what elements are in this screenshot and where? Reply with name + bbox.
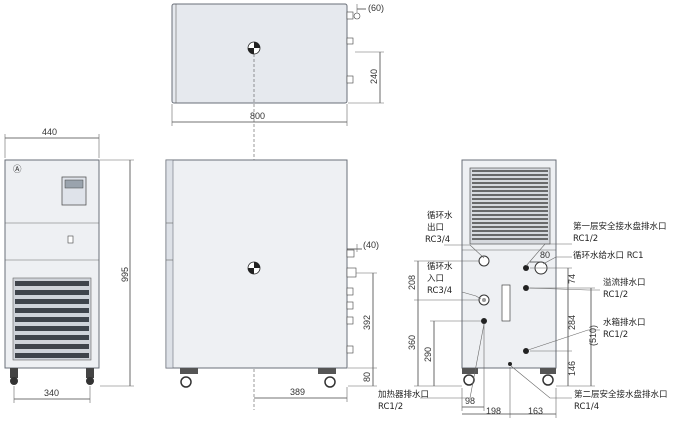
dim-top-depth: 800 — [250, 111, 265, 121]
louver-slat — [15, 299, 89, 304]
dim-side-392: 392 — [362, 315, 372, 330]
rear-casters — [462, 368, 556, 386]
label-drain2-2: RC1/4 — [574, 402, 599, 412]
dim-rear-146: 146 — [567, 361, 577, 376]
label-supply: 循环水给水口 RC1 — [573, 250, 644, 261]
dim-front-foot-span: 340 — [44, 388, 59, 398]
drain-1 — [523, 265, 529, 271]
label-heater-1: 加热器排水口 — [378, 389, 429, 400]
rear-view: 208 360 290 80 74 284 (510) 146 98 198 — [378, 159, 668, 418]
top-view: (60) 240 800 — [171, 3, 384, 126]
louver-slat — [15, 308, 89, 313]
top-cabinet — [171, 3, 348, 104]
louver-slat — [15, 344, 89, 349]
dim-rear-98: 98 — [465, 396, 475, 406]
top-ports — [346, 11, 361, 84]
front-casters — [10, 368, 94, 385]
side-casters — [180, 368, 336, 388]
side-view: (40) 392 80 389 — [165, 159, 379, 402]
louver-slat — [15, 281, 89, 286]
louver-slat — [15, 290, 89, 295]
label-drain1-2: RC1/2 — [573, 234, 598, 244]
brand-mark: Ⓐ — [13, 165, 22, 175]
dim-rear-510: (510) — [588, 325, 598, 346]
overflow-drain — [523, 285, 529, 291]
front-switch — [67, 235, 74, 244]
dim-rear-74: 74 — [567, 274, 577, 284]
label-circ-in-2: 入口 — [427, 274, 444, 284]
label-circ-out-2: 出口 — [427, 222, 444, 233]
dim-side-389: 389 — [290, 387, 305, 397]
label-drain1-1: 第一层安全接水盘排水口 — [573, 221, 667, 232]
label-circ-out-3: RC3/4 — [425, 235, 450, 245]
label-circ-in-3: RC3/4 — [427, 286, 452, 296]
heater-drain — [481, 318, 487, 324]
dim-front-height: 995 — [120, 267, 130, 282]
dim-top-port-offset: (60) — [368, 3, 384, 13]
dim-rear-290: 290 — [423, 347, 433, 362]
label-tank-2: RC1/2 — [603, 330, 628, 340]
drain-2 — [508, 362, 512, 366]
louver-slat — [15, 353, 89, 358]
dim-side-port-offset: (40) — [363, 240, 379, 250]
label-drain2-1: 第二层安全接水盘排水口 — [574, 389, 668, 400]
label-circ-in-1: 循环水 — [427, 261, 453, 272]
label-overflow-2: RC1/2 — [603, 290, 628, 300]
label-circ-out-1: 循环水 — [427, 210, 453, 221]
dim-rear-360: 360 — [407, 335, 417, 350]
label-tank-1: 水箱排水口 — [603, 317, 646, 328]
dim-rear-198: 198 — [486, 406, 501, 416]
louver-slat — [15, 335, 89, 340]
dim-front-width: 440 — [42, 127, 57, 137]
louver-slat — [15, 317, 89, 322]
label-heater-2: RC1/2 — [378, 402, 403, 412]
label-overflow-1: 溢流排水口 — [603, 277, 646, 288]
level-gauge — [501, 284, 511, 322]
louver-slat — [15, 326, 89, 331]
side-ports — [346, 249, 357, 354]
dim-rear-80: 80 — [540, 250, 550, 260]
tank-drain — [523, 348, 529, 354]
dim-top-port-height: 240 — [369, 69, 379, 84]
dim-rear-284: 284 — [567, 315, 577, 330]
dim-side-80: 80 — [362, 372, 372, 382]
front-louver — [12, 277, 92, 361]
controller-display — [64, 179, 84, 189]
dim-rear-163: 163 — [528, 406, 543, 416]
dim-rear-208: 208 — [407, 275, 417, 290]
circ-water-outlet — [478, 255, 490, 267]
front-view: Ⓐ 440 995 340 — [4, 127, 134, 403]
